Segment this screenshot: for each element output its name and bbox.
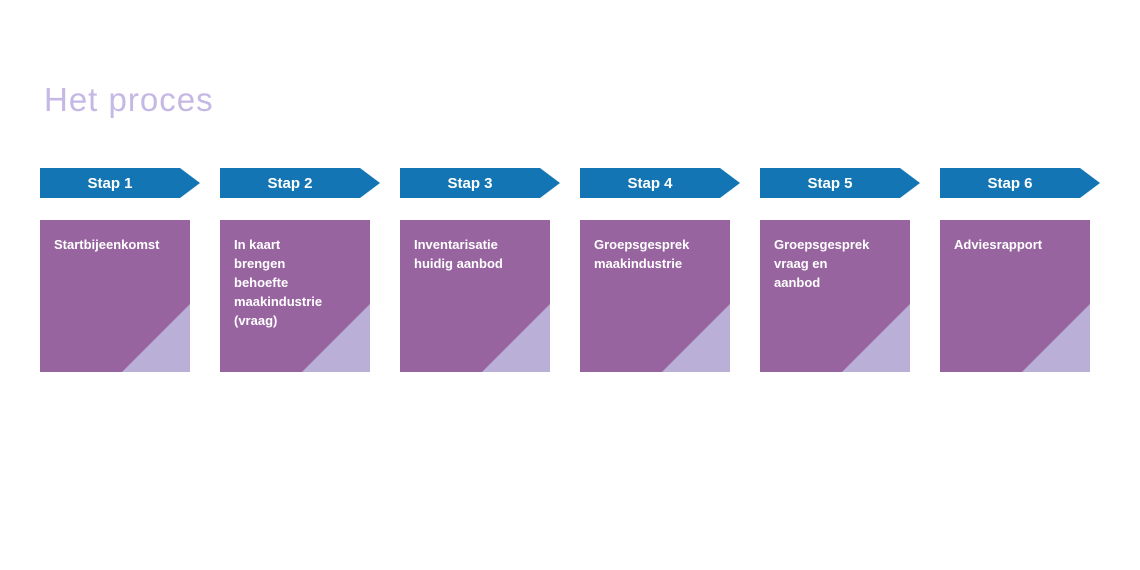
step-1-arrow-label: Stap 1 xyxy=(87,174,133,192)
step-5-arrow-label: Stap 5 xyxy=(807,174,853,192)
step-4-arrow: Stap 4 xyxy=(580,168,740,198)
step-5-corner-triangle xyxy=(842,304,910,372)
step-1-corner-triangle xyxy=(122,304,190,372)
step-3-corner-triangle xyxy=(482,304,550,372)
step-1: Stap 1 Startbijeenkomst xyxy=(40,168,190,372)
step-2-description: In kaart brengen behoefte maakindustrie … xyxy=(234,237,323,328)
step-6-corner-triangle xyxy=(1022,304,1090,372)
step-1-arrow: Stap 1 xyxy=(40,168,200,198)
process-row: Stap 1 Startbijeenkomst Stap 2 In kaart … xyxy=(40,168,1090,372)
step-2: Stap 2 In kaart brengen behoefte maakind… xyxy=(220,168,370,372)
step-3-arrow: Stap 3 xyxy=(400,168,560,198)
step-5-description: Groepsgesprek vraag en aanbod xyxy=(774,237,870,290)
step-4-corner-triangle xyxy=(662,304,730,372)
page-title: Het proces xyxy=(44,81,214,118)
step-4-description: Groepsgesprek maakindustrie xyxy=(594,237,690,271)
step-6-arrow: Stap 6 xyxy=(940,168,1100,198)
step-5-box: Groepsgesprek vraag en aanbod xyxy=(760,220,910,372)
step-2-arrow-label: Stap 2 xyxy=(267,174,313,192)
step-3-description: Inventarisatie huidig aanbod xyxy=(414,237,503,271)
step-6-description: Adviesrapport xyxy=(954,237,1043,252)
step-6-box: Adviesrapport xyxy=(940,220,1090,372)
step-1-box: Startbijeenkomst xyxy=(40,220,190,372)
step-2-box: In kaart brengen behoefte maakindustrie … xyxy=(220,220,370,372)
step-6: Stap 6 Adviesrapport xyxy=(940,168,1090,372)
step-4-box: Groepsgesprek maakindustrie xyxy=(580,220,730,372)
step-3-arrow-label: Stap 3 xyxy=(447,174,493,192)
step-4-arrow-label: Stap 4 xyxy=(627,174,673,192)
step-3-box: Inventarisatie huidig aanbod xyxy=(400,220,550,372)
step-4: Stap 4 Groepsgesprek maakindustrie xyxy=(580,168,730,372)
step-5: Stap 5 Groepsgesprek vraag en aanbod xyxy=(760,168,910,372)
step-2-arrow: Stap 2 xyxy=(220,168,380,198)
step-1-description: Startbijeenkomst xyxy=(54,237,160,252)
step-5-arrow: Stap 5 xyxy=(760,168,920,198)
step-3: Stap 3 Inventarisatie huidig aanbod xyxy=(400,168,550,372)
step-6-arrow-label: Stap 6 xyxy=(987,174,1033,192)
